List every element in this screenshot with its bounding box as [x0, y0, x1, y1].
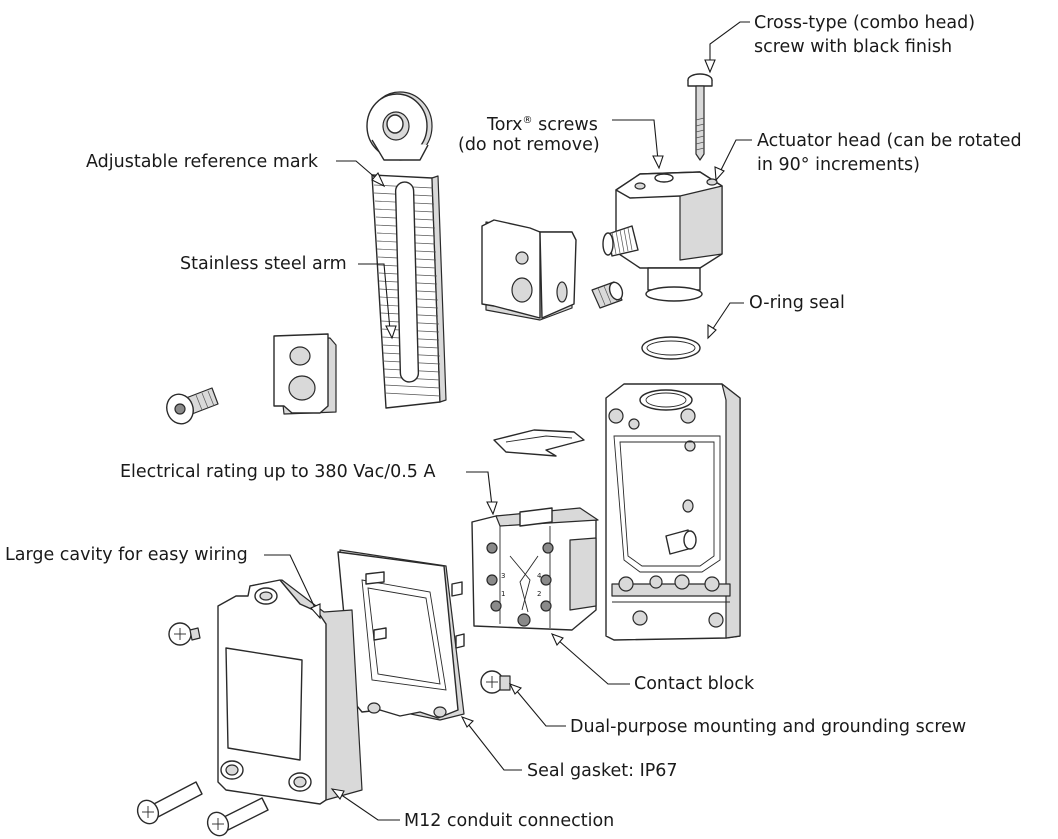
label-actuator-head-line1: Actuator head (can be rotated — [757, 131, 1022, 151]
label-m12-conduit: M12 conduit connection — [404, 811, 615, 831]
label-dual-purpose-screw: Dual-purpose mounting and grounding scre… — [570, 717, 967, 737]
label-actuator-head-line2: in 90° increments) — [757, 155, 920, 175]
label-cross-type-screw-line2: screw with black finish — [754, 37, 953, 57]
contact-block: 4 2 3 1 — [471, 507, 599, 631]
terminal-mark-3: 3 — [501, 572, 505, 580]
terminal-mark-4: 4 — [537, 572, 542, 580]
seal-gasket — [337, 549, 465, 721]
set-screw — [591, 281, 624, 309]
label-large-cavity: Large cavity for easy wiring — [5, 545, 248, 565]
phillips-screw-grounding — [480, 670, 511, 694]
phillips-screw-long-cover-1 — [136, 781, 203, 825]
label-adjustable-reference-mark: Adjustable reference mark — [86, 152, 318, 172]
label-seal-gasket: Seal gasket: IP67 — [527, 761, 678, 781]
clamp-plate — [273, 333, 337, 415]
o-ring — [641, 336, 701, 360]
terminal-mark-2: 2 — [537, 590, 541, 598]
phillips-screw-long — [687, 73, 713, 161]
socket-head-screw — [166, 387, 219, 425]
leader-lines — [264, 21, 752, 821]
label-contact-block: Contact block — [634, 674, 755, 694]
label-cross-type-screw-line1: Cross-type (combo head) — [754, 13, 976, 33]
label-torx-screws-line1: Torx® screws — [487, 114, 598, 135]
phillips-screw-long-cover-2 — [206, 797, 269, 837]
label-torx-screws-line2: (do not remove) — [458, 135, 600, 155]
cover-plate — [217, 579, 363, 805]
actuator-head — [602, 171, 723, 302]
label-o-ring-seal: O-ring seal — [749, 293, 845, 313]
roller-lever-arm — [366, 91, 447, 409]
label-stainless-steel-arm: Stainless steel arm — [180, 254, 347, 274]
terminal-screws — [486, 542, 554, 627]
bracket — [481, 219, 577, 321]
phillips-screw-cover-top — [168, 622, 201, 646]
label-electrical-rating: Electrical rating up to 380 Vac/0.5 A — [120, 462, 436, 482]
terminal-mark-1: 1 — [501, 590, 505, 598]
spring-clip — [493, 429, 585, 457]
switch-housing — [605, 383, 741, 641]
